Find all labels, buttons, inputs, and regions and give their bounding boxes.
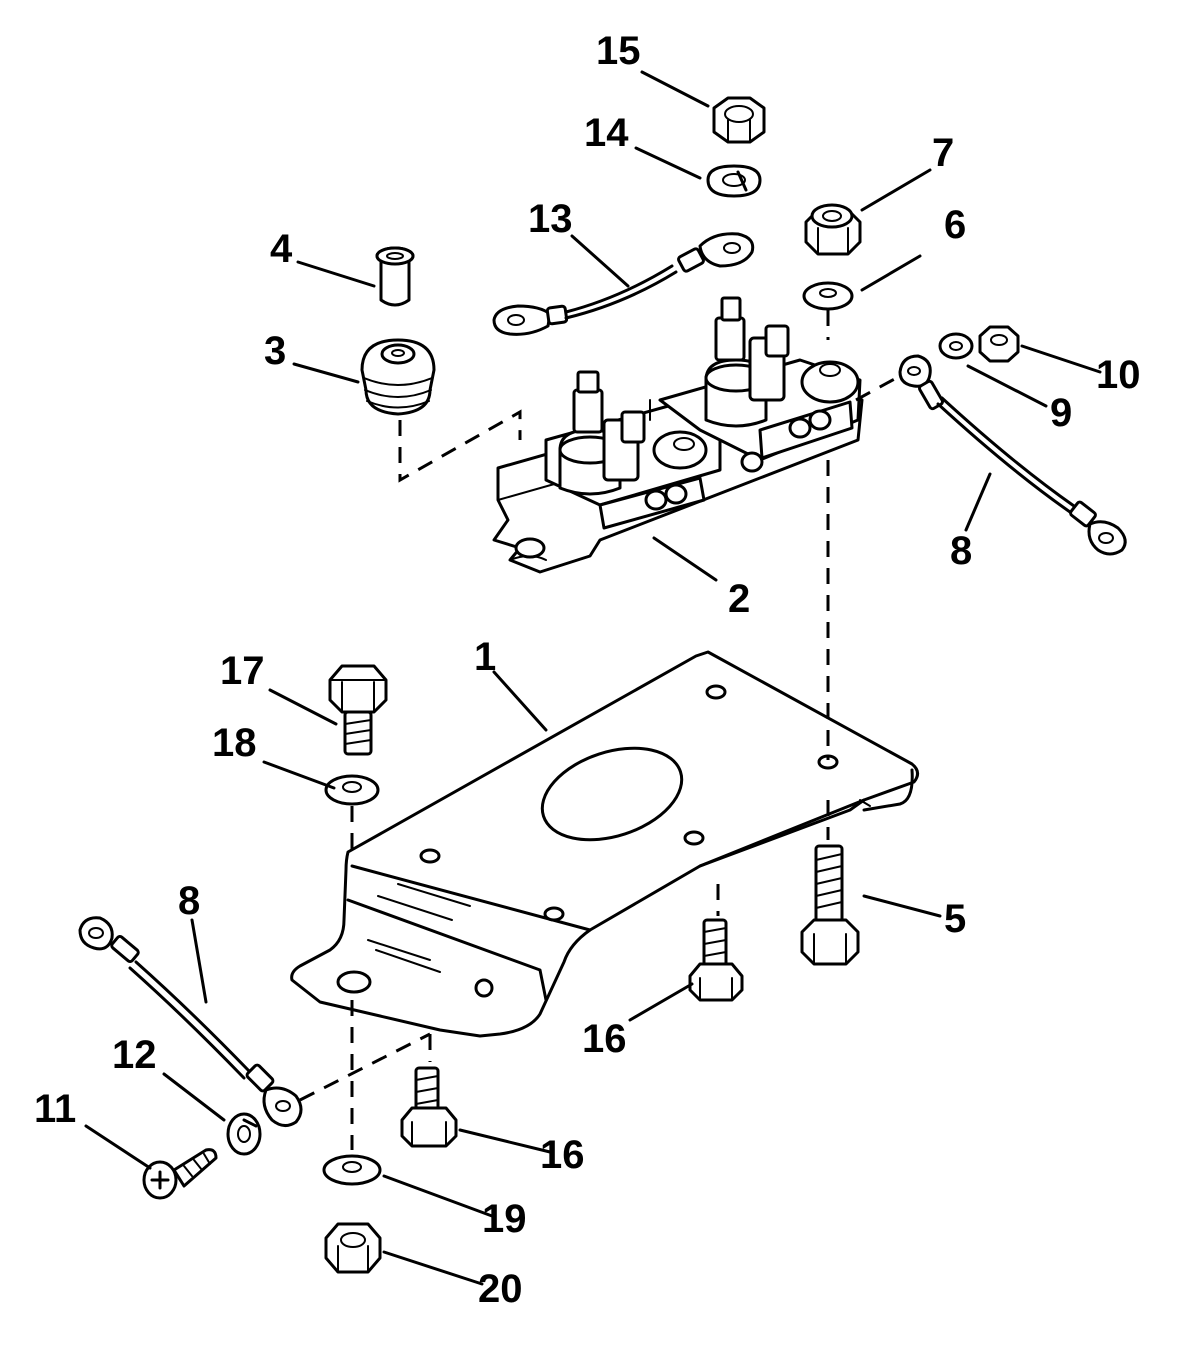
- callout-8-upper: 8: [950, 529, 972, 573]
- bushing-4: [375, 246, 415, 307]
- callout-2: 2: [728, 577, 750, 621]
- callout-16-lower: 16: [540, 1133, 585, 1177]
- bolt-16-lower: [400, 1066, 458, 1148]
- callout-17: 17: [220, 649, 265, 693]
- lock-washer-9: [938, 332, 974, 360]
- hex-lock-nut-7: [804, 203, 862, 256]
- lock-washer-14: [706, 164, 762, 198]
- bolt-5: [800, 844, 860, 966]
- callout-12: 12: [112, 1033, 157, 1077]
- callout-8-lower: 8: [178, 879, 200, 923]
- callout-20: 20: [478, 1267, 523, 1311]
- hex-nut-20: [324, 1222, 382, 1274]
- callout-1: 1: [474, 635, 496, 679]
- callout-13: 13: [528, 197, 573, 241]
- callout-9: 9: [1050, 391, 1072, 435]
- bolt-16-right: [688, 918, 744, 1002]
- screw-11: [142, 1148, 218, 1200]
- mounting-bracket-1: [290, 650, 919, 1038]
- bolt-17: [328, 664, 388, 756]
- lock-washer-12: [226, 1112, 262, 1156]
- callout-19: 19: [482, 1197, 527, 1241]
- callout-16-right: 16: [582, 1017, 627, 1061]
- small-nut-10: [978, 325, 1020, 363]
- leader-lines: [84, 70, 1102, 1286]
- callout-14: 14: [584, 111, 629, 155]
- callout-5: 5: [944, 897, 966, 941]
- cable-8-upper: [898, 354, 1127, 556]
- hex-nut-15: [712, 96, 766, 144]
- callout-7: 7: [932, 131, 954, 175]
- solenoid-assembly-2: [492, 296, 864, 574]
- assembly-lines: [299, 310, 901, 1150]
- grommet-3: [360, 338, 436, 416]
- callout-15: 15: [596, 29, 641, 73]
- jumper-cable-13: [492, 232, 755, 336]
- washer-18: [324, 774, 380, 806]
- callout-3: 3: [264, 329, 286, 373]
- callout-labels: 15 14 7 13 6 4 3 10 9 8 2 1 17 18 8 5 16…: [34, 29, 1141, 1311]
- callout-10: 10: [1096, 353, 1141, 397]
- callout-11: 11: [34, 1087, 76, 1131]
- callout-18: 18: [212, 721, 257, 765]
- cable-8-lower: [78, 916, 303, 1127]
- callout-4: 4: [270, 227, 293, 271]
- washer-19: [322, 1154, 382, 1186]
- callout-6: 6: [944, 203, 966, 247]
- flat-washer-6: [802, 281, 854, 311]
